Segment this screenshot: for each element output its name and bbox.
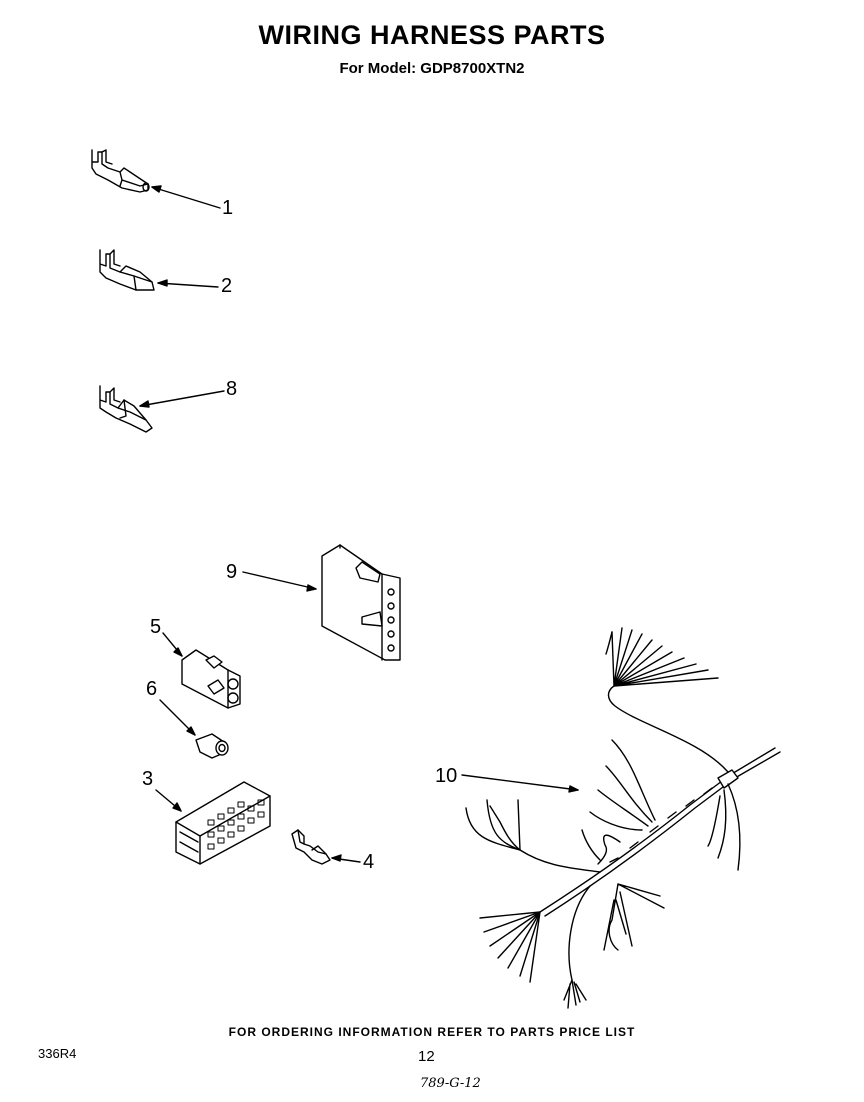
callout-8: 8 — [226, 378, 238, 400]
arrowhead-9 — [307, 585, 316, 591]
ordering-note: FOR ORDERING INFORMATION REFER TO PARTS … — [228, 1025, 636, 1039]
part-10-wiring-harness — [466, 628, 780, 1008]
arrowhead-1 — [152, 186, 161, 192]
page-number: 12 — [418, 1048, 435, 1065]
page-title: WIRING HARNESS PARTS — [258, 20, 606, 50]
part-3-connector-block — [176, 782, 270, 864]
document-code: 336R4 — [38, 1046, 77, 1061]
model-subtitle: For Model: GDP8700XTN2 — [339, 60, 525, 77]
callout-9: 9 — [226, 561, 238, 583]
arrowhead-8 — [140, 401, 149, 407]
leader-2 — [158, 283, 218, 287]
leader-1 — [152, 187, 220, 208]
part-5-plug — [182, 650, 240, 708]
part-8-terminal — [100, 386, 152, 432]
arrowhead-6 — [187, 727, 195, 735]
part-9-connector — [322, 545, 400, 660]
arrowhead-2 — [158, 280, 167, 286]
part-1-terminal — [92, 150, 150, 192]
callout-5: 5 — [150, 616, 162, 638]
arrowhead-3 — [173, 803, 181, 811]
callout-1: 1 — [222, 197, 234, 219]
callout-4: 4 — [363, 851, 375, 873]
leader-10 — [462, 775, 578, 790]
handwritten-code: 789-G-12 — [420, 1076, 481, 1091]
callout-2: 2 — [221, 275, 233, 297]
arrowhead-10 — [569, 786, 578, 792]
part-4-terminal — [292, 830, 330, 864]
leader-8 — [140, 391, 224, 406]
callout-6: 6 — [146, 678, 158, 700]
leader-9 — [243, 572, 316, 589]
callout-3: 3 — [142, 768, 154, 790]
callout-10: 10 — [435, 765, 458, 787]
part-2-terminal — [100, 250, 154, 290]
arrowhead-5 — [174, 648, 182, 656]
arrowhead-4 — [332, 855, 341, 861]
part-6-sleeve — [196, 734, 229, 758]
